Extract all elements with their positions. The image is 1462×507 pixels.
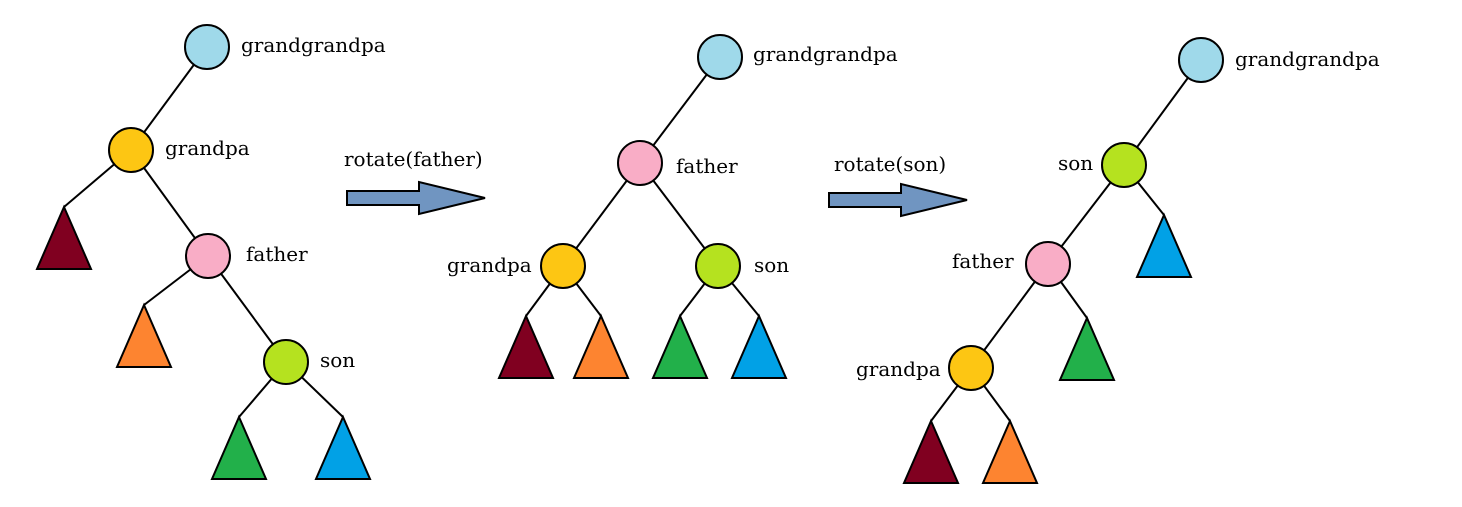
node-father (617, 140, 663, 186)
node-label-son: son (754, 253, 789, 277)
node-father (1025, 241, 1071, 287)
subtree-triangle-dark-red (35, 204, 93, 270)
node-label-father: father (676, 154, 738, 178)
node-label-grandgrandpa: grandgrandpa (1235, 47, 1380, 71)
node-father (185, 233, 231, 279)
subtree-triangle-dark-red (497, 313, 555, 379)
rotation-arrow-2 (828, 182, 968, 218)
subtree-triangle-orange (981, 418, 1039, 484)
rotation-arrow-label-1: rotate(father) (344, 147, 483, 171)
subtree-triangle-orange (572, 313, 630, 379)
rotation-arrow-1 (346, 180, 486, 216)
subtree-triangle-dark-red (902, 418, 960, 484)
shapes-layer (35, 24, 1224, 484)
subtree-triangle-blue (1135, 212, 1193, 278)
node-son (1101, 142, 1147, 188)
subtree-triangle-blue (314, 414, 372, 480)
node-son (695, 243, 741, 289)
node-label-father: father (952, 249, 1014, 273)
edges-layer (63, 46, 1202, 422)
node-label-grandpa: grandpa (165, 136, 250, 160)
node-label-son: son (1058, 151, 1093, 175)
node-label-grandgrandpa: grandgrandpa (241, 33, 386, 57)
labels-layer: grandgrandpa grandpa father son grandgrandpa… (165, 33, 1380, 381)
node-grandgrandpa (1178, 37, 1224, 83)
subtree-triangle-orange (115, 302, 173, 368)
node-label-grandpa: grandpa (856, 357, 941, 381)
node-grandpa (108, 127, 154, 173)
node-label-father: father (246, 242, 308, 266)
subtree-triangle-blue (730, 313, 788, 379)
subtree-triangle-green (651, 313, 709, 379)
rotation-arrow-label-2: rotate(son) (834, 152, 946, 176)
node-grandpa (540, 243, 586, 289)
subtree-triangle-green (210, 414, 268, 480)
node-son (263, 339, 309, 385)
node-grandgrandpa (184, 24, 230, 70)
node-label-son: son (320, 348, 355, 372)
subtree-triangle-green (1058, 315, 1116, 381)
node-label-grandgrandpa: grandgrandpa (753, 42, 898, 66)
node-grandpa (948, 345, 994, 391)
node-grandgrandpa (697, 34, 743, 80)
node-label-grandpa: grandpa (447, 253, 532, 277)
